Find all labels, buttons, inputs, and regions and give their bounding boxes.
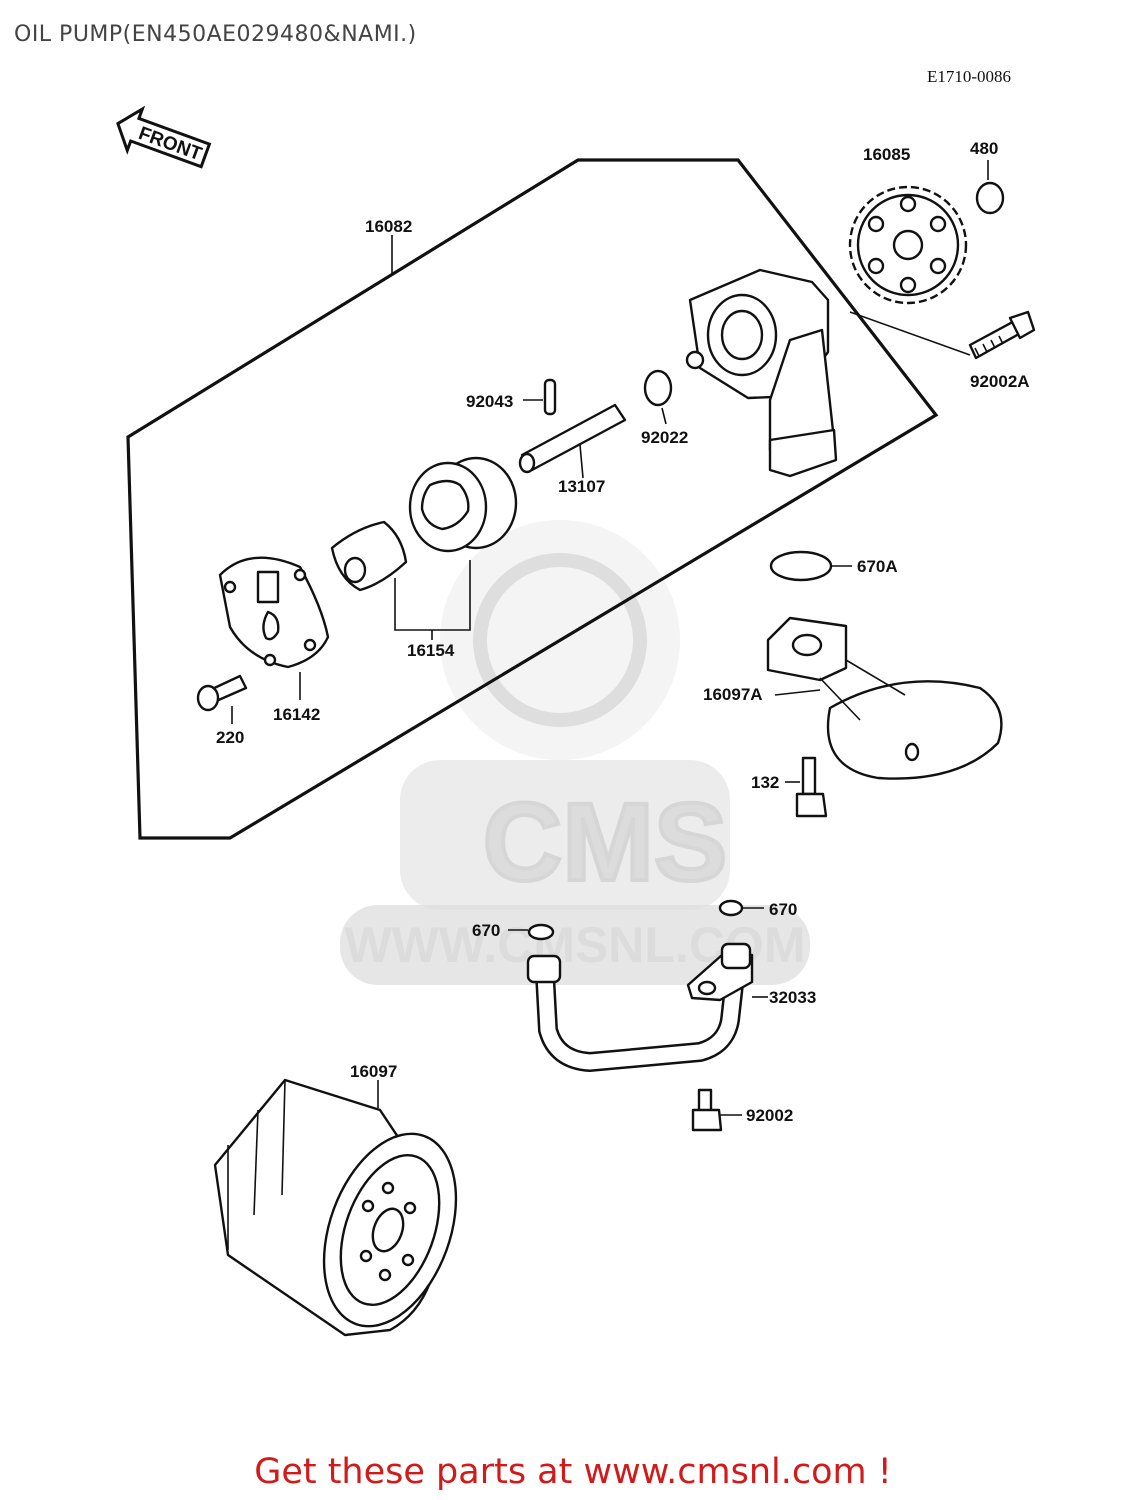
bracket-16154 bbox=[394, 560, 471, 640]
label-92043: 92043 bbox=[466, 392, 513, 411]
label-670A: 670A bbox=[857, 557, 898, 576]
oil-filter-16097 bbox=[213, 1078, 458, 1337]
footer-promo-link[interactable]: Get these parts at www.cmsnl.com ! bbox=[254, 1452, 892, 1492]
label-670-right: 670 bbox=[769, 900, 797, 919]
label-16085: 16085 bbox=[863, 145, 910, 164]
label-16097A: 16097A bbox=[703, 685, 763, 704]
label-92022: 92022 bbox=[641, 428, 688, 447]
cover-16142 bbox=[218, 556, 330, 700]
label-92002A: 92002A bbox=[970, 372, 1030, 391]
o-ring-670-right bbox=[718, 899, 764, 917]
watermark-logo: CMS bbox=[483, 781, 727, 904]
rotor-inner bbox=[330, 520, 408, 592]
pump-body bbox=[685, 268, 838, 478]
bolt-92002 bbox=[691, 1088, 742, 1132]
o-ring-670-left bbox=[508, 923, 555, 941]
label-16154: 16154 bbox=[407, 641, 455, 660]
cmsnl-watermark: CMS WWW.CMSNL.COM bbox=[340, 520, 810, 985]
assembly-frame bbox=[126, 158, 939, 840]
label-13107: 13107 bbox=[558, 477, 605, 496]
screw-220 bbox=[196, 674, 248, 724]
rotor-outer bbox=[408, 456, 518, 553]
washer-92022 bbox=[643, 369, 673, 425]
o-ring-670A bbox=[769, 550, 852, 582]
shaft-13107 bbox=[518, 403, 627, 479]
label-220: 220 bbox=[216, 728, 244, 747]
front-arrow: FRONT bbox=[116, 105, 212, 169]
pin-92043 bbox=[523, 378, 557, 416]
strainer-16097A bbox=[766, 616, 1003, 780]
label-16082: 16082 bbox=[365, 217, 412, 236]
label-480: 480 bbox=[970, 139, 998, 158]
gear-16085 bbox=[848, 185, 968, 305]
bolt-92002A bbox=[849, 310, 1036, 360]
label-16142: 16142 bbox=[273, 705, 320, 724]
circlip-480 bbox=[975, 160, 1005, 215]
label-92002: 92002 bbox=[746, 1106, 793, 1125]
bolt-132 bbox=[785, 756, 828, 818]
label-16097: 16097 bbox=[350, 1062, 397, 1081]
figure-code: E1710-0086 bbox=[927, 67, 1011, 86]
label-670-left: 670 bbox=[472, 921, 500, 940]
page-title: OIL PUMP(EN450AE029480&NAMI.) bbox=[14, 22, 417, 47]
label-32033: 32033 bbox=[769, 988, 816, 1007]
label-132: 132 bbox=[751, 773, 779, 792]
pipe-32033 bbox=[526, 942, 768, 1073]
